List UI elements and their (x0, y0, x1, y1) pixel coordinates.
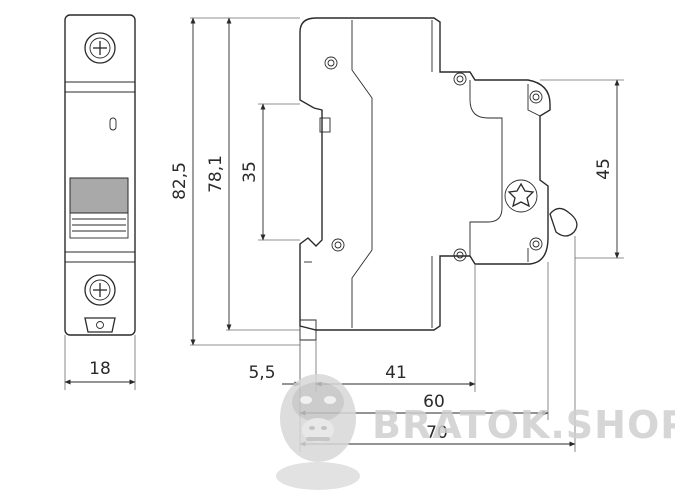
dim-label-18: 18 (89, 359, 111, 379)
toggle-lever (69, 177, 129, 214)
dim-label-60: 60 (423, 392, 445, 412)
dim-label-82-5: 82,5 (170, 162, 190, 200)
indicator-window (109, 117, 117, 131)
bottom-screw-icon (84, 274, 116, 306)
side-screw-icon (324, 56, 338, 70)
dim-82-5: 82,5 (170, 17, 300, 346)
rivet-icon (529, 90, 543, 104)
top-screw-icon (84, 32, 116, 64)
din-latch (299, 244, 317, 341)
dim-35: 35 (240, 103, 300, 241)
dim-label-45: 45 (594, 158, 614, 180)
front-housing (64, 14, 136, 336)
dim-18: 18 (64, 335, 136, 390)
hook-icon (549, 207, 578, 237)
side-housing (299, 17, 551, 331)
dim-45: 45 (540, 79, 624, 259)
dim-label-78-1: 78,1 (206, 155, 226, 193)
side-screw-icon (331, 238, 345, 252)
dim-70: 70 (299, 236, 576, 452)
watermark-text: BRATOK.SHOP (372, 403, 675, 447)
watermark: BRATOK.SHOP (276, 374, 675, 490)
rivet-icon (453, 72, 467, 86)
dim-78-1: 78,1 (206, 17, 300, 331)
rivet-icon (453, 248, 467, 262)
dim-label-35: 35 (240, 161, 260, 183)
gorilla-logo-icon (276, 374, 360, 490)
dim-label-41: 41 (385, 363, 407, 383)
torx-icon (504, 179, 538, 213)
din-clip (84, 317, 116, 333)
side-view (299, 17, 578, 341)
rivet-icon (529, 237, 543, 251)
dim-label-5-5: 5,5 (248, 363, 275, 383)
front-view (64, 14, 136, 336)
dim-41: 41 (315, 264, 476, 392)
dim-label-70: 70 (426, 423, 448, 443)
